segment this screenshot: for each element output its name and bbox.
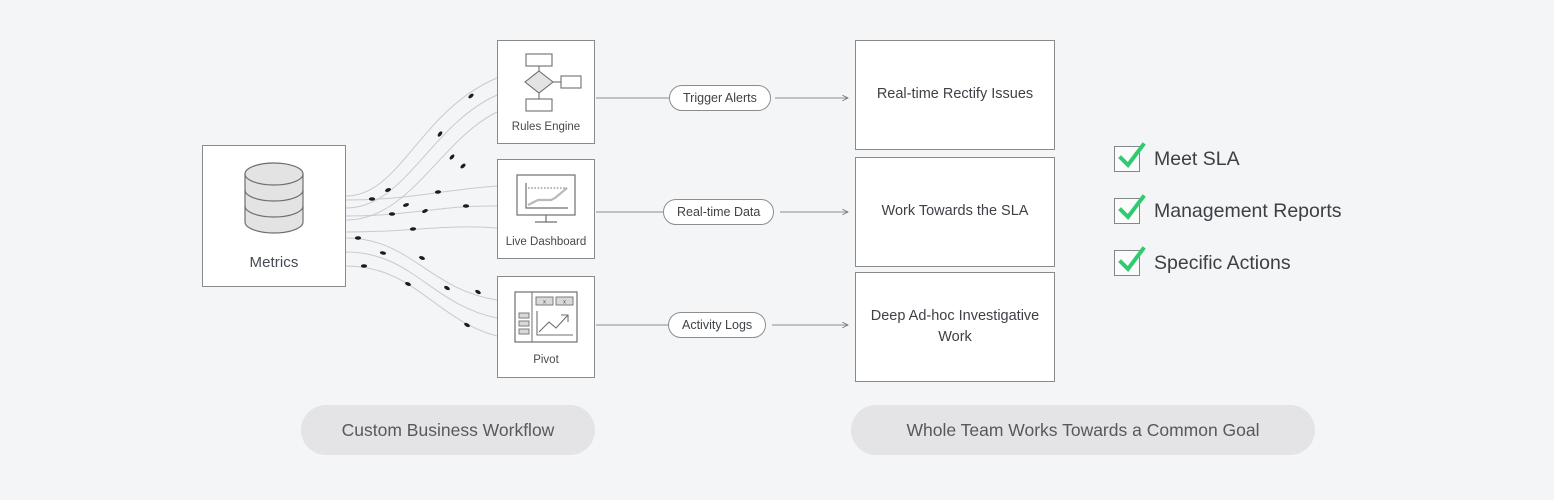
flow-dot xyxy=(444,285,450,291)
stage-node-live-dashboard[interactable]: Live Dashboard xyxy=(497,159,595,259)
flow-curve xyxy=(345,77,498,197)
checkbox[interactable] xyxy=(1114,246,1146,276)
source-node-metrics[interactable]: Metrics xyxy=(202,145,346,287)
caption-whole-team-common-goal: Whole Team Works Towards a Common Goal xyxy=(851,405,1315,455)
flow-curve xyxy=(345,251,498,319)
flow-dot xyxy=(449,154,455,160)
stage-node-rules-engine[interactable]: Rules Engine xyxy=(497,40,595,144)
flow-dot xyxy=(419,256,425,260)
stage-node-pivot[interactable]: x x Pivot xyxy=(497,276,595,378)
checklist-item-label: Meet SLA xyxy=(1154,147,1240,170)
flow-dot xyxy=(475,289,481,295)
flow-particles-group xyxy=(354,93,481,328)
flow-curve xyxy=(345,226,498,233)
flow-dot xyxy=(464,322,470,328)
check-mark-icon xyxy=(1118,142,1146,169)
edge-label-real-time-data[interactable]: Real-time Data xyxy=(663,199,775,225)
flow-curve xyxy=(345,205,498,217)
stage-node-label: Rules Engine xyxy=(511,120,581,133)
outcome-node-rectify-issues[interactable]: Real-time Rectify Issues xyxy=(855,40,1055,150)
stage-node-label: Pivot xyxy=(533,353,559,366)
checkbox[interactable] xyxy=(1114,194,1146,224)
flow-dot xyxy=(360,264,368,268)
flow-curve xyxy=(345,111,498,221)
flowchart-decision-icon xyxy=(509,52,583,114)
check-mark-icon xyxy=(1118,194,1146,221)
flow-dot xyxy=(385,188,391,192)
checklist-item-label: Specific Actions xyxy=(1154,251,1291,274)
flow-dot xyxy=(409,227,417,231)
caption-custom-business-workflow: Custom Business Workflow xyxy=(301,405,595,455)
flow-dot xyxy=(354,236,362,240)
flow-curve xyxy=(345,185,498,201)
edge-label-trigger-alerts[interactable]: Trigger Alerts xyxy=(669,85,771,111)
flow-dot xyxy=(460,163,466,169)
checkbox[interactable] xyxy=(1114,142,1146,172)
source-node-label: Metrics xyxy=(249,254,299,271)
flow-dot xyxy=(379,251,387,255)
flow-curve xyxy=(345,237,498,301)
flow-dot xyxy=(468,93,474,99)
stage-node-label: Live Dashboard xyxy=(505,235,587,248)
checklist-item-meet-sla[interactable]: Meet SLA xyxy=(1114,142,1342,172)
flow-curves-group xyxy=(345,77,498,337)
pivot-table-icon: x x xyxy=(511,289,581,347)
flow-dot xyxy=(422,208,428,214)
benefits-checklist: Meet SLA Management Reports Specific Act… xyxy=(1114,142,1342,276)
edge-label-activity-logs[interactable]: Activity Logs xyxy=(668,312,767,338)
outcome-node-investigative-work[interactable]: Deep Ad-hoc Investigative Work xyxy=(855,272,1055,382)
outcome-node-work-towards-sla[interactable]: Work Towards the SLA xyxy=(855,157,1055,267)
flow-dot xyxy=(437,131,443,137)
checklist-item-management-reports[interactable]: Management Reports xyxy=(1114,194,1342,224)
flow-curve xyxy=(345,265,498,337)
svg-text:x: x xyxy=(563,299,566,305)
flow-dot xyxy=(368,197,376,201)
database-cylinder-icon xyxy=(241,161,307,240)
flow-dot xyxy=(462,204,470,208)
flow-dot xyxy=(403,203,409,207)
flow-dot xyxy=(388,212,396,216)
check-mark-icon xyxy=(1118,246,1146,273)
monitor-chart-icon xyxy=(511,171,581,229)
flow-dot xyxy=(434,190,442,194)
flow-curve xyxy=(345,94,498,209)
flow-dot xyxy=(405,282,411,286)
checklist-item-specific-actions[interactable]: Specific Actions xyxy=(1114,246,1342,276)
checklist-item-label: Management Reports xyxy=(1154,199,1342,222)
svg-text:x: x xyxy=(543,299,546,305)
